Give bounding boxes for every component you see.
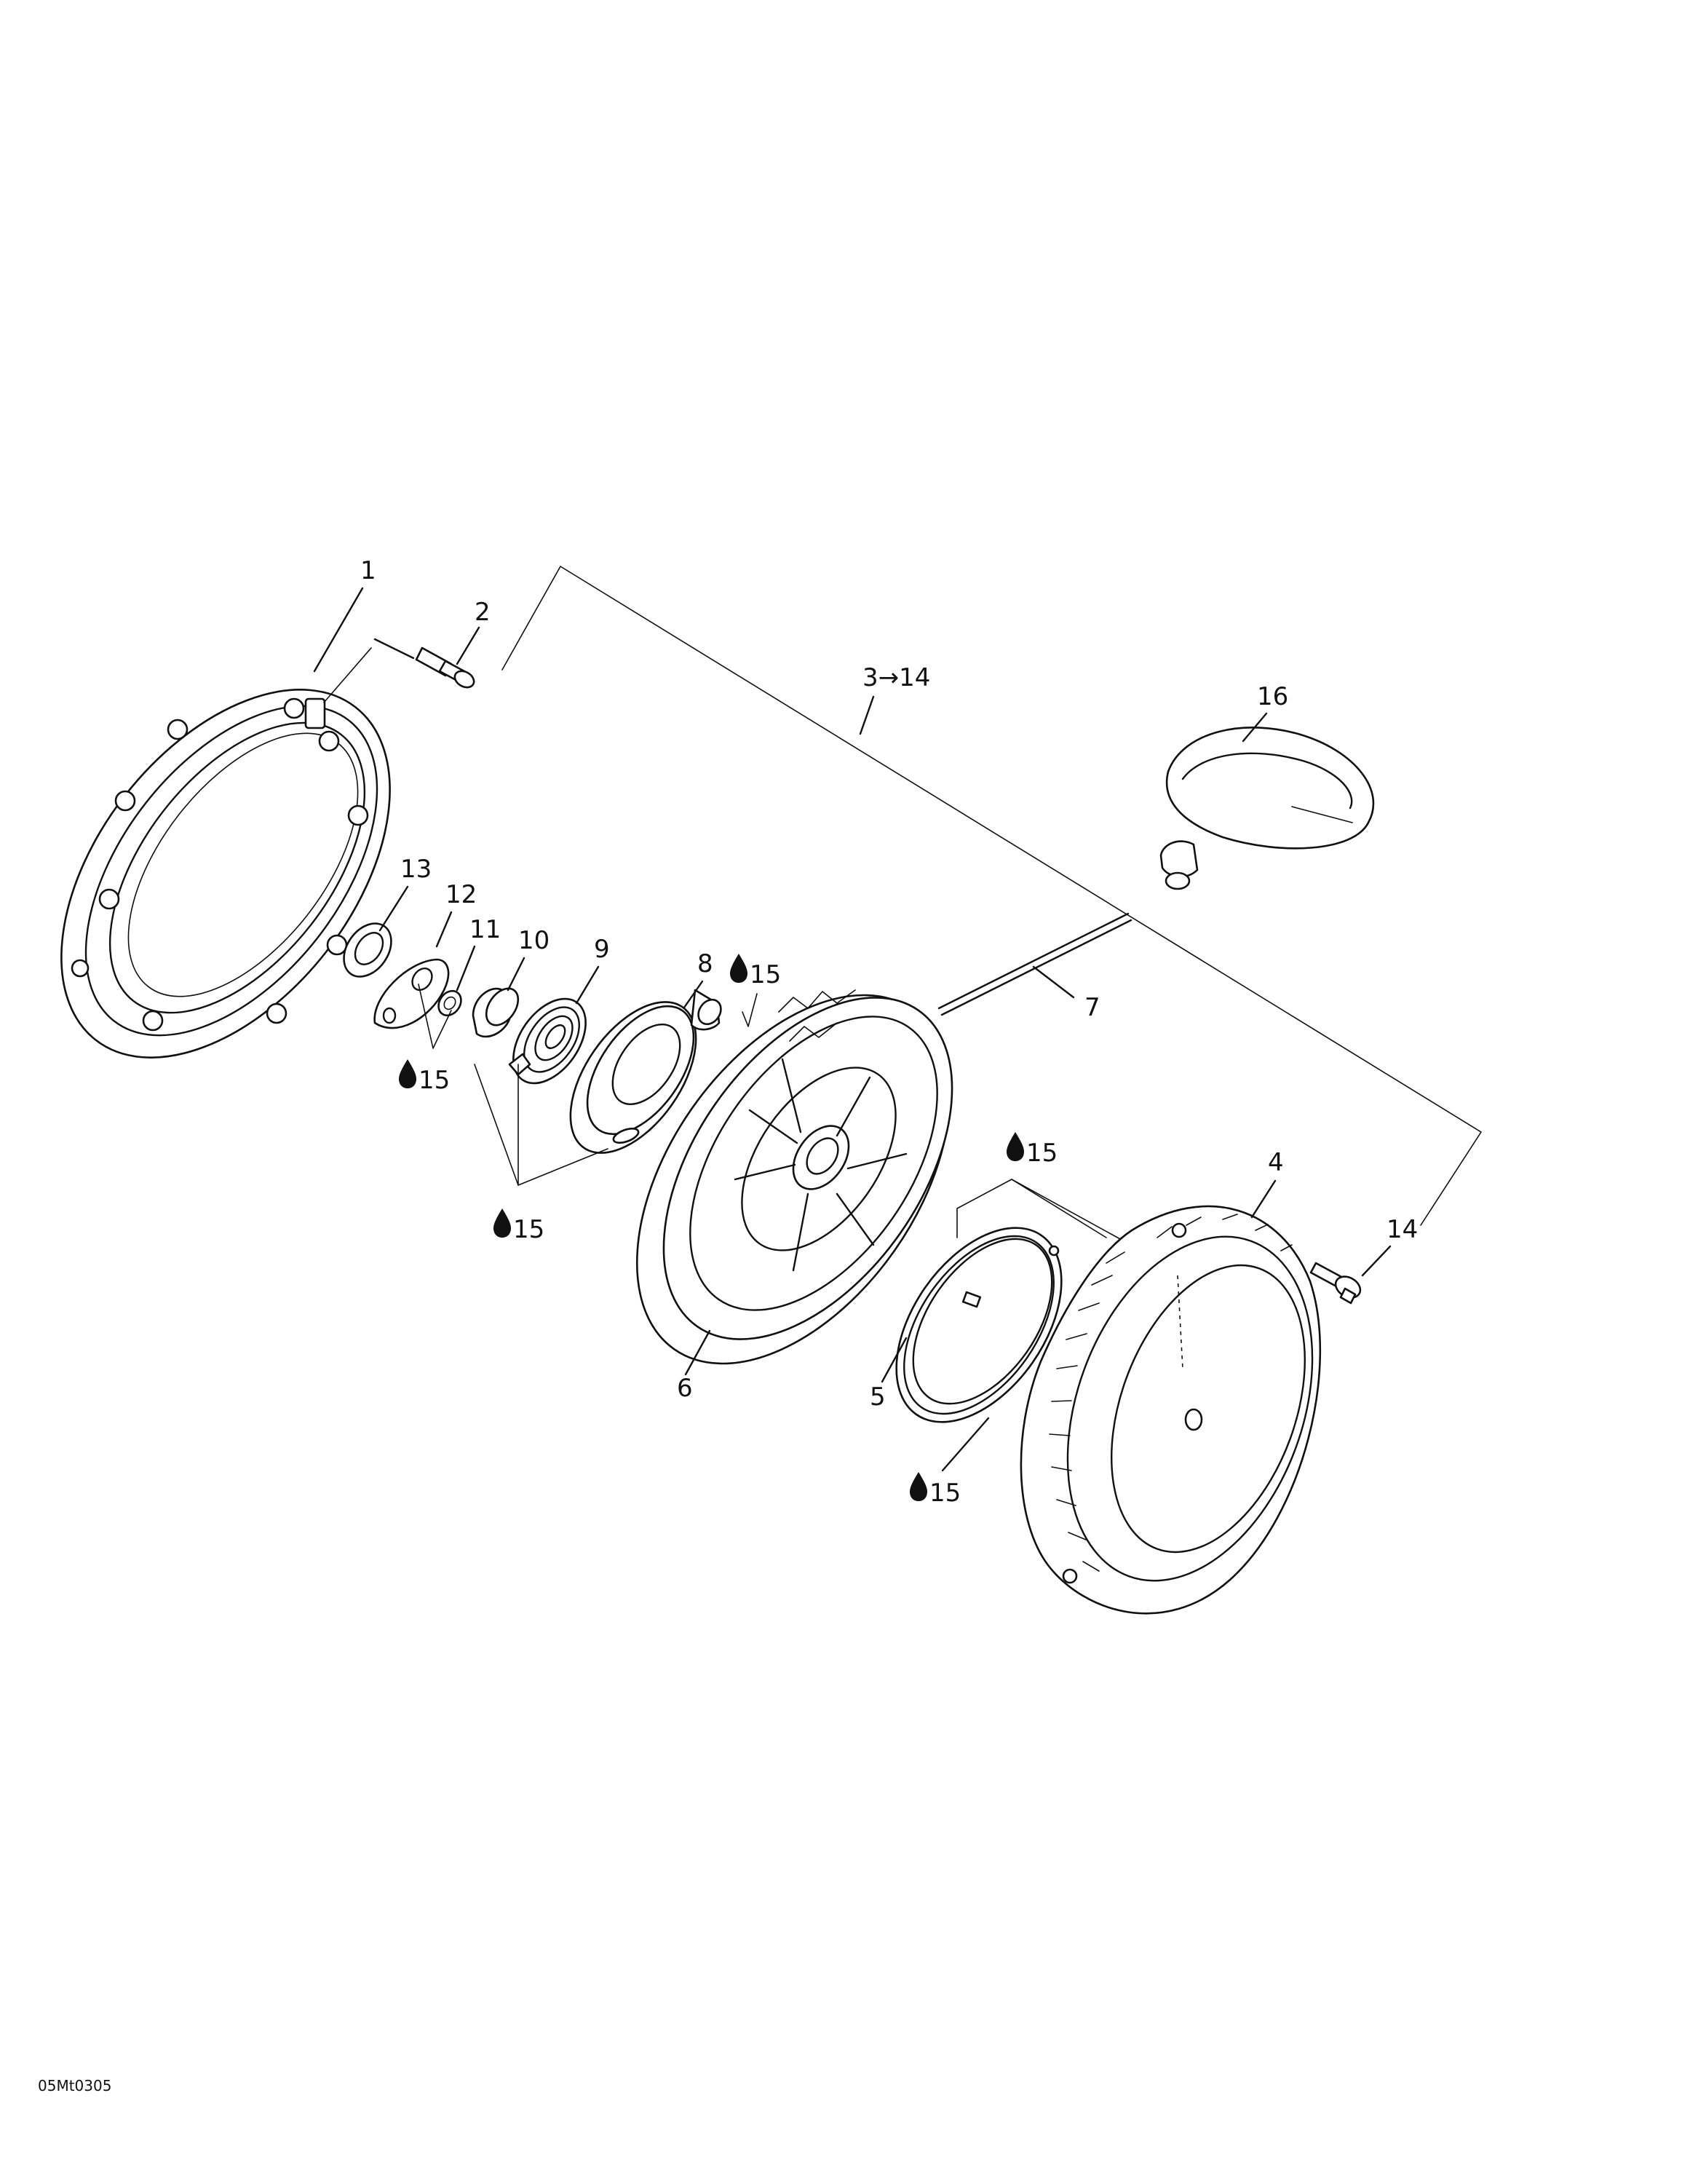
lube-callout-upper: 15 [730,954,781,989]
part-4-starter-housing [1020,1205,1322,1615]
callout-range-3-14: 3→14 [862,663,930,692]
lube-bracket-11-12 [418,984,452,1049]
lube-label: 15 [513,1215,544,1244]
part-5-starter-spring [895,1227,1063,1423]
drawing-code: 05Mt0305 [38,2077,111,2094]
callout-1: 1 [360,556,376,585]
lube-label: 15 [750,960,781,989]
callout-12: 12 [445,880,477,909]
part-14-flange-screw [1309,1262,1362,1305]
lube-bracket-5-4 [956,1179,1107,1238]
callout-11: 11 [469,915,501,944]
callout-9: 9 [594,935,610,964]
callout-7: 7 [1084,993,1100,1022]
callout-16: 16 [1257,682,1288,711]
part-12-plate [373,958,450,1029]
callout-10: 10 [518,926,550,955]
part-2-screw [415,646,475,689]
part-16-rope-handle [1159,727,1375,890]
callout-4: 4 [1268,1148,1284,1177]
callout-14: 14 [1387,1215,1418,1244]
part-11-washer [437,989,462,1017]
lube-callout-lower: 15 [910,1472,961,1508]
callout-13: 13 [400,855,432,884]
part-7-rope [937,912,1132,1016]
lube-callout-left: 15 [399,1059,450,1095]
lube-label: 15 [418,1066,450,1095]
lube-leader-5 [941,1417,990,1472]
range-bracket-line [501,566,1482,1226]
lube-callout-lower-left: 15 [493,1208,544,1244]
lube-bracket-8 [742,993,758,1027]
part-1-flange-ring [60,647,391,1059]
lube-callout-right: 15 [1007,1132,1058,1168]
part-9-spring [508,997,587,1085]
lube-label: 15 [1026,1139,1058,1168]
lube-label: 15 [929,1479,961,1508]
callout-6: 6 [677,1374,693,1403]
part-6-pulley [635,989,953,1365]
callout-2: 2 [475,598,491,627]
callout-5: 5 [870,1382,886,1412]
part-13-seal [343,922,392,978]
callout-8: 8 [697,949,713,978]
part-10-bushing [472,987,520,1038]
part-8-housing [569,989,722,1154]
